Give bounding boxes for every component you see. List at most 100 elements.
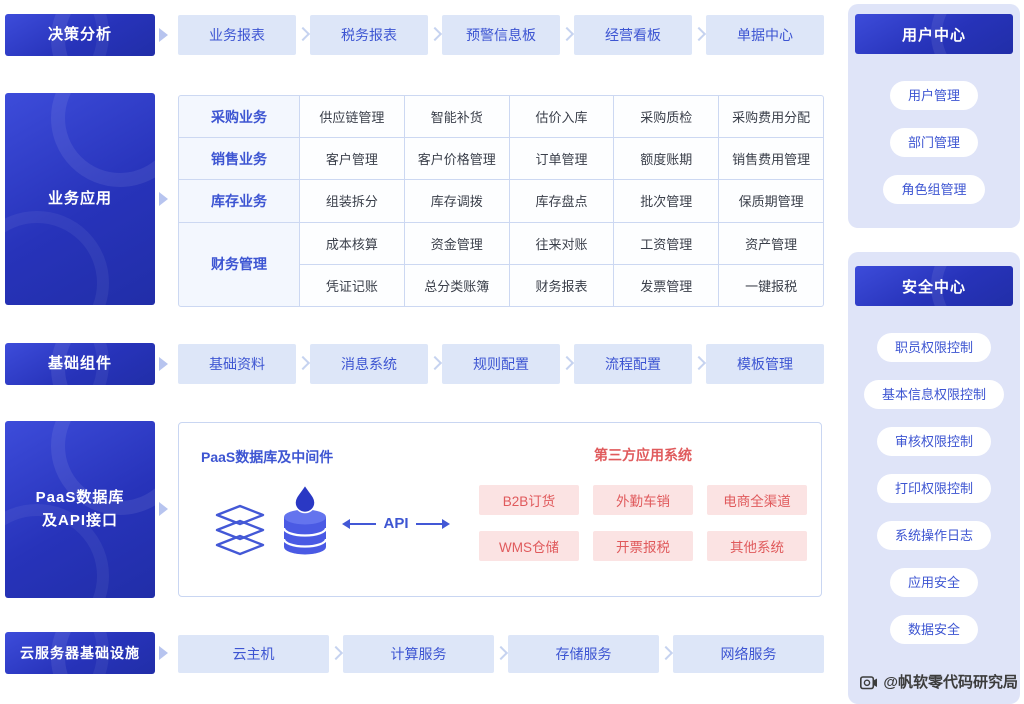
cloud-chip: 存储服务 bbox=[508, 635, 659, 673]
chevron-right-icon bbox=[691, 26, 707, 42]
table-cell: 估价入库 bbox=[509, 96, 614, 138]
user-center-pill: 用户管理 bbox=[889, 81, 978, 110]
chevron-right-icon bbox=[493, 645, 509, 661]
left-nav-decision: 决策分析 bbox=[5, 14, 155, 56]
api-connector: API bbox=[337, 515, 455, 532]
arrow-right-icon bbox=[415, 518, 450, 529]
table-row-header: 库存业务 bbox=[179, 180, 299, 222]
user-center-title: 用户中心 bbox=[901, 26, 966, 44]
table-cell: 客户管理 bbox=[300, 138, 404, 180]
table-cell: 库存盘点 bbox=[509, 180, 614, 222]
left-nav-cloud: 云服务器基础设施 bbox=[5, 632, 155, 674]
table-cell: 保质期管理 bbox=[719, 180, 823, 222]
table-cell: 库存调拨 bbox=[404, 180, 509, 222]
foundation-chip: 模板管理 bbox=[706, 344, 824, 384]
table-cell: 往来对账 bbox=[509, 222, 614, 264]
table-cell: 总分类账簿 bbox=[404, 264, 509, 306]
third-party-title: 第三方应用系统 bbox=[594, 447, 692, 463]
decision-chip: 业务报表 bbox=[178, 15, 296, 55]
third-party-app-chip: 开票报税 bbox=[593, 531, 693, 561]
chevron-right-icon bbox=[295, 355, 311, 371]
security-center-pill: 职员权限控制 bbox=[876, 333, 991, 362]
chevron-right-icon bbox=[328, 645, 344, 661]
arrow-left-icon bbox=[342, 518, 377, 529]
cloud-chip: 云主机 bbox=[178, 635, 329, 673]
third-party-app-chip: 其他系统 bbox=[707, 531, 807, 561]
security-center-pill: 基本信息权限控制 bbox=[863, 380, 1004, 409]
business-table: 采购业务 供应链管理 智能补货 估价入库 采购质检 采购费用分配 销售业务 客户… bbox=[178, 95, 824, 307]
arrow-right-icon bbox=[159, 646, 168, 660]
security-center-title: 安全中心 bbox=[901, 278, 966, 296]
table-cell: 资金管理 bbox=[404, 222, 509, 264]
left-nav-label: PaaS数据库 及API接口 bbox=[35, 489, 125, 529]
foundation-chip: 规则配置 bbox=[442, 344, 560, 384]
database-icon bbox=[282, 483, 328, 555]
user-center-pill: 角色组管理 bbox=[883, 175, 985, 204]
decision-chip: 单据中心 bbox=[706, 15, 824, 55]
watermark: @帆软零代码研究局 bbox=[860, 671, 1018, 692]
security-center-pill: 数据安全 bbox=[889, 615, 978, 644]
chevron-right-icon bbox=[427, 26, 443, 42]
chevron-right-icon bbox=[559, 355, 575, 371]
table-row-header: 销售业务 bbox=[179, 138, 299, 180]
table-cell: 工资管理 bbox=[614, 222, 719, 264]
decision-row: 业务报表 税务报表 预警信息板 经营看板 单据中心 bbox=[178, 15, 824, 55]
security-center-pill: 应用安全 bbox=[889, 568, 978, 597]
chevron-right-icon bbox=[295, 26, 311, 42]
left-nav-label: 基础组件 bbox=[47, 354, 112, 372]
cloud-row: 云主机 计算服务 存储服务 网络服务 bbox=[178, 635, 824, 673]
table-cell: 客户价格管理 bbox=[404, 138, 509, 180]
security-center-pill: 审核权限控制 bbox=[876, 427, 991, 456]
table-cell: 额度账期 bbox=[614, 138, 719, 180]
user-center-pill: 部门管理 bbox=[889, 128, 978, 157]
third-party-app-chip: 电商全渠道 bbox=[707, 485, 807, 515]
watermark-text: @帆软零代码研究局 bbox=[883, 674, 1018, 691]
decision-chip: 预警信息板 bbox=[442, 15, 560, 55]
table-cell: 发票管理 bbox=[614, 264, 719, 306]
chevron-right-icon bbox=[559, 26, 575, 42]
data-layers-icon bbox=[215, 504, 265, 556]
left-nav-foundation: 基础组件 bbox=[5, 343, 155, 385]
security-center-pill: 打印权限控制 bbox=[876, 474, 991, 503]
left-nav-business: 业务应用 bbox=[5, 93, 155, 305]
third-party-app-chip: B2B订货 bbox=[479, 485, 579, 515]
arrow-right-icon bbox=[159, 192, 168, 206]
left-nav-label: 云服务器基础设施 bbox=[20, 644, 140, 661]
foundation-chip: 消息系统 bbox=[310, 344, 428, 384]
paas-title: PaaS数据库及中间件 bbox=[201, 449, 334, 465]
third-party-apps: B2B订货 外勤车销 电商全渠道 WMS仓储 开票报税 其他系统 bbox=[479, 485, 807, 561]
table-cell: 一键报税 bbox=[719, 264, 823, 306]
chevron-right-icon bbox=[427, 355, 443, 371]
table-cell: 财务报表 bbox=[509, 264, 614, 306]
table-cell: 资产管理 bbox=[719, 222, 823, 264]
table-cell: 供应链管理 bbox=[300, 96, 404, 138]
api-label: API bbox=[383, 515, 409, 532]
cloud-chip: 计算服务 bbox=[343, 635, 494, 673]
cloud-chip: 网络服务 bbox=[673, 635, 824, 673]
left-nav-label: 决策分析 bbox=[47, 25, 112, 43]
table-cell: 采购质检 bbox=[614, 96, 719, 138]
security-center-items: 职员权限控制 基本信息权限控制 审核权限控制 打印权限控制 系统操作日志 应用安… bbox=[848, 333, 1020, 644]
security-center-panel: 安全中心 职员权限控制 基本信息权限控制 审核权限控制 打印权限控制 系统操作日… bbox=[848, 252, 1020, 704]
table-cell: 成本核算 bbox=[300, 222, 404, 264]
table-cell: 智能补货 bbox=[404, 96, 509, 138]
foundation-chip: 流程配置 bbox=[574, 344, 692, 384]
table-cell: 销售费用管理 bbox=[719, 138, 823, 180]
foundation-row: 基础资料 消息系统 规则配置 流程配置 模板管理 bbox=[178, 344, 824, 384]
user-center-items: 用户管理 部门管理 角色组管理 bbox=[848, 81, 1020, 204]
arrow-right-icon bbox=[159, 357, 168, 371]
table-cell: 批次管理 bbox=[614, 180, 719, 222]
left-nav-label: 业务应用 bbox=[47, 189, 112, 207]
table-cell: 采购费用分配 bbox=[719, 96, 823, 138]
chevron-right-icon bbox=[658, 645, 674, 661]
foundation-chip: 基础资料 bbox=[178, 344, 296, 384]
third-party-app-chip: 外勤车销 bbox=[593, 485, 693, 515]
chevron-right-icon bbox=[691, 355, 707, 371]
decision-chip: 经营看板 bbox=[574, 15, 692, 55]
table-cell: 订单管理 bbox=[509, 138, 614, 180]
table-row-header: 财务管理 bbox=[179, 222, 299, 306]
table-cell: 组装拆分 bbox=[300, 180, 404, 222]
decision-chip: 税务报表 bbox=[310, 15, 428, 55]
third-party-app-chip: WMS仓储 bbox=[479, 531, 579, 561]
